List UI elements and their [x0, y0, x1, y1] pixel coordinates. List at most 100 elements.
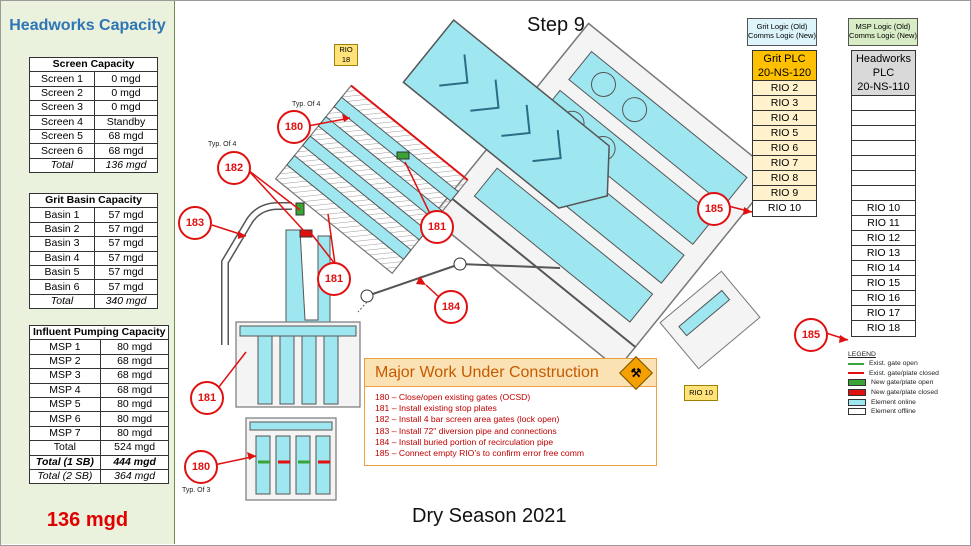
- legend-swatch: [848, 379, 866, 387]
- callout-183: 183: [178, 206, 212, 240]
- callout-180: 180: [277, 110, 311, 144]
- headworks-plc-stack: Headworks PLC 20-NS-110 RIO 10 RIO 11 RI…: [851, 50, 916, 337]
- step-title: Step 9: [527, 14, 585, 36]
- callout-181: 181: [317, 262, 351, 296]
- construction-warning-icon: ⚒: [619, 356, 653, 390]
- rio-row: RIO 5: [753, 126, 816, 141]
- list-item: 180 – Close/open existing gates (OCSD): [375, 392, 531, 402]
- rio-row: RIO 2: [753, 81, 816, 96]
- row-name: Basin 5: [29, 264, 95, 281]
- grit-basin: [590, 71, 616, 97]
- row-value: 80 mgd: [99, 396, 170, 413]
- rio-row: RIO 3: [753, 96, 816, 111]
- legend-item: Exist. gate/plate closed: [848, 369, 939, 379]
- bar-screen-building: [274, 84, 469, 275]
- blank-row: [852, 96, 915, 111]
- legend-label: Element online: [871, 398, 916, 406]
- row-name: MSP 3: [29, 368, 101, 384]
- wet-well-bay: [315, 435, 331, 495]
- rio-row: RIO 13: [852, 246, 915, 261]
- row-name: Total: [29, 157, 95, 174]
- callout-180: 180: [184, 450, 218, 484]
- row-value: 364 mgd: [99, 468, 170, 485]
- legend-label: New gate/plate open: [871, 379, 934, 387]
- blank-row: [852, 141, 915, 156]
- list-item: 183 – Install 72" diversion pipe and con…: [375, 425, 557, 436]
- row-name: Basin 2: [29, 221, 95, 238]
- legend-label: Exist. gate/plate closed: [869, 369, 939, 377]
- small-structure: [659, 270, 761, 370]
- rio-row: RIO 10: [753, 201, 816, 216]
- row-value: 57 mgd: [94, 279, 158, 295]
- list-item: 185 – Connect empty RIO’s to confirm err…: [375, 448, 585, 459]
- capacity-summary: 136 mgd: [46, 509, 129, 531]
- rio-row: RIO 9: [753, 186, 816, 201]
- legend-swatch: [848, 389, 866, 397]
- blank-row: [852, 156, 915, 171]
- season-title: Dry Season 2021: [412, 505, 567, 527]
- grit-plc-title: Grit PLC 20-NS-120: [753, 51, 816, 81]
- wet-well-bay: [295, 435, 311, 495]
- legend-title: LEGEND: [848, 351, 876, 358]
- recirculation-pipe: [366, 263, 461, 297]
- legend-swatch: [848, 372, 864, 375]
- callout-185: 185: [794, 318, 828, 352]
- row-value: 68 mgd: [99, 353, 170, 370]
- major-work-title: Major Work Under Construction: [375, 364, 599, 381]
- callout-185: 185: [697, 192, 731, 226]
- row-name: MSP 6: [29, 411, 101, 427]
- table-header: Influent Pumping Capacity: [28, 324, 170, 341]
- major-work-header: Major Work Under Construction ⚒: [365, 356, 656, 390]
- major-work-list: 180 – Close/open existing gates (OCSD) 1…: [365, 392, 656, 459]
- legend-item: Element offline: [848, 407, 939, 417]
- new-gate-closed: [299, 229, 313, 238]
- headworks-plc-title: Headworks PLC 20-NS-110: [852, 51, 915, 96]
- legend-label: New gate/plate closed: [871, 389, 938, 397]
- rio-row: RIO 17: [852, 306, 915, 321]
- flume-structure: [402, 19, 610, 209]
- blank-row: [852, 171, 915, 186]
- rio-10-tag: RIO 10: [684, 385, 718, 401]
- rio-row: RIO 16: [852, 291, 915, 306]
- pump-column: [301, 335, 317, 405]
- row-name: MSP 4: [29, 382, 101, 398]
- row-value: 68 mgd: [94, 128, 158, 145]
- wet-well-bay: [275, 435, 291, 495]
- rio-18-tag: RIO 18: [334, 44, 358, 66]
- total-row: Total (2 SB)364 mgd: [29, 468, 170, 485]
- row-value: 136 mgd: [94, 157, 158, 174]
- row-value: 340 mgd: [94, 293, 158, 310]
- rio-row: RIO 4: [753, 111, 816, 126]
- capacity-panel: Headworks Capacity Screen Capacity Scree…: [1, 1, 175, 544]
- row-name: Screen 4: [29, 114, 95, 130]
- legend: LEGEND Exist. gate open Exist. gate/plat…: [848, 351, 939, 417]
- rio-row: RIO 18: [866, 322, 901, 334]
- blank-row: [852, 111, 915, 126]
- row-name: Total (2 SB): [29, 468, 101, 485]
- blank-row: [852, 126, 915, 141]
- rio-row: RIO 6: [753, 141, 816, 156]
- callout-182: 182: [217, 151, 251, 185]
- callout-181: 181: [420, 210, 454, 244]
- legend-item: Exist. gate open: [848, 359, 939, 369]
- row-value: 80 mgd: [99, 411, 170, 427]
- panel-title: Headworks Capacity: [9, 17, 166, 34]
- grit-channel: [473, 167, 654, 323]
- typ-label: Typ. Of 4: [292, 101, 321, 108]
- pump-column: [323, 335, 339, 405]
- rio-row: RIO 10: [852, 201, 915, 216]
- new-gate-open: [295, 202, 305, 216]
- pump-column: [279, 335, 295, 405]
- grit-basin: [622, 97, 648, 123]
